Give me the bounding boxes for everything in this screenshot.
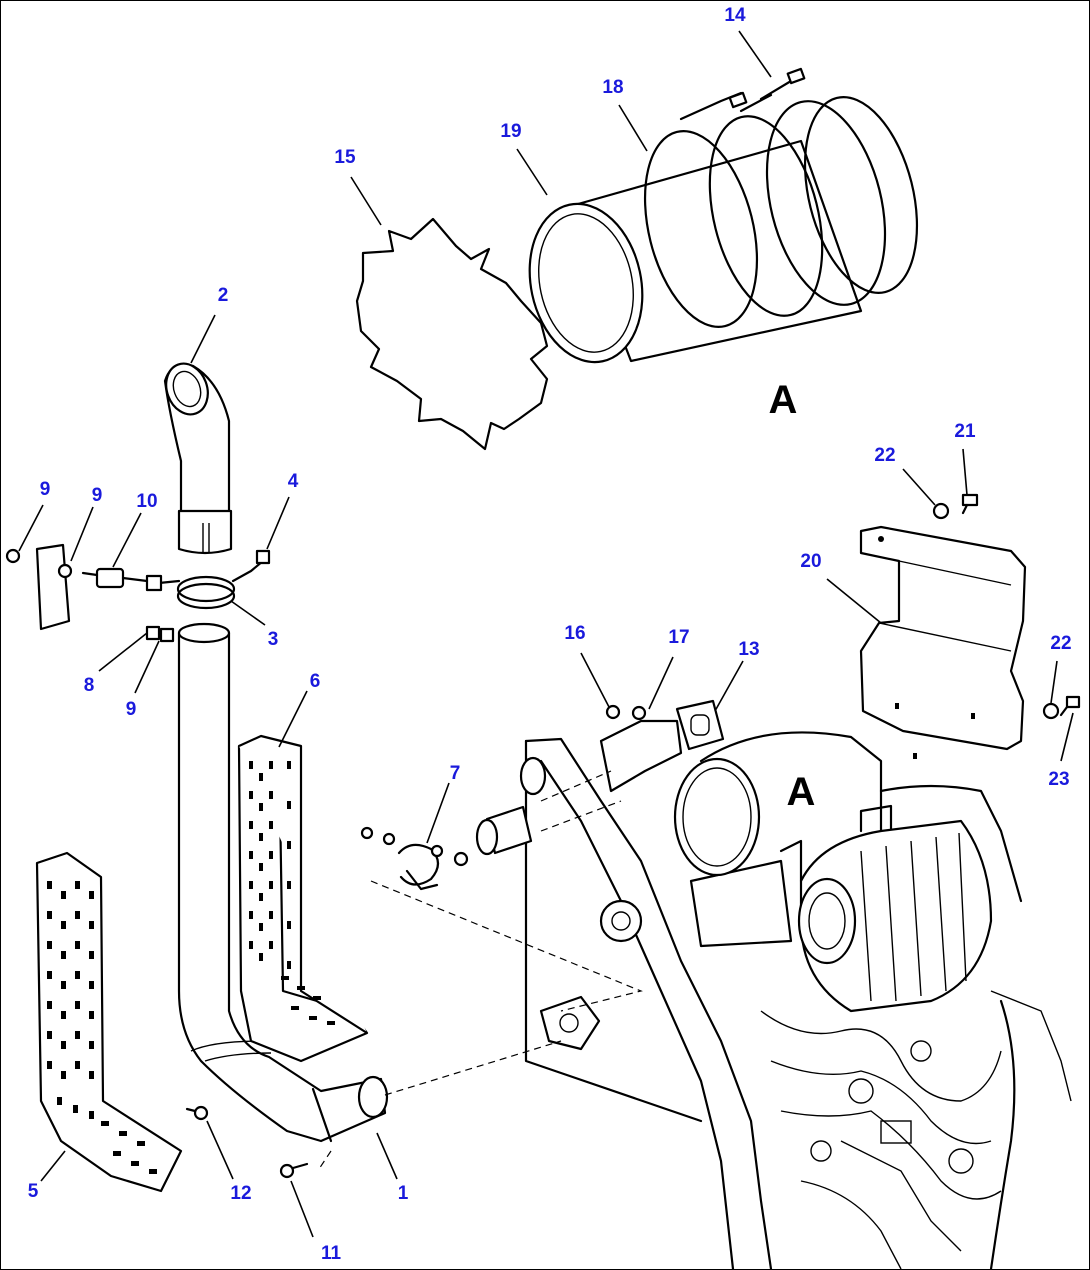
callout-2: 2 [218,285,229,306]
callout-10: 10 [136,491,157,512]
bolt-11 [279,1162,309,1179]
clamp-7 [360,826,469,891]
inlet-pipe-and-flange-13 [475,699,725,856]
callout-20: 20 [800,551,821,572]
heat-shield-6 [237,734,369,1063]
clamp-3 [145,549,271,610]
air-cleaner [779,804,993,1013]
callout-9-b: 9 [92,485,103,506]
callout-13: 13 [738,639,759,660]
view-label-a-detail: A [769,378,798,422]
callout-18: 18 [602,77,623,98]
callout-leaders [18,30,1074,1238]
engine-outline [524,731,883,1269]
callout-9-c: 9 [126,699,137,720]
callout-14: 14 [724,5,746,26]
fasteners-21-22-23 [932,493,1081,720]
bolt-12 [185,1105,209,1121]
guard-plate-20 [859,525,1027,759]
callout-23: 23 [1048,769,1069,790]
callout-17: 17 [668,627,689,648]
heat-shield-5 [35,851,183,1193]
assembly-leaders [318,880,643,1170]
engine-details [760,784,1072,1269]
callout-4: 4 [288,471,299,492]
callout-22-a: 22 [874,445,895,466]
callout-12: 12 [230,1183,251,1204]
muffler [673,757,761,877]
callout-5: 5 [28,1181,39,1202]
callout-7: 7 [450,763,461,784]
callout-9-a: 9 [40,479,51,500]
callout-16: 16 [564,623,585,644]
callout-15: 15 [334,147,356,168]
callout-8: 8 [84,675,95,696]
clamp-bands-14-18 [643,67,919,328]
callout-22-b: 22 [1050,633,1071,654]
filter-element-19 [528,139,863,364]
callout-21: 21 [954,421,976,442]
exhaust-pipe-1 [177,622,389,1143]
gasket-15 [355,217,549,451]
callout-3: 3 [268,629,279,650]
callout-19: 19 [500,121,521,142]
callout-6: 6 [310,671,321,692]
callout-11: 11 [321,1243,342,1264]
callout-1: 1 [398,1183,409,1204]
view-label-a-engine: A [787,770,816,814]
tail-pipe-2 [163,362,233,555]
mount-bracket-10 [5,543,175,643]
